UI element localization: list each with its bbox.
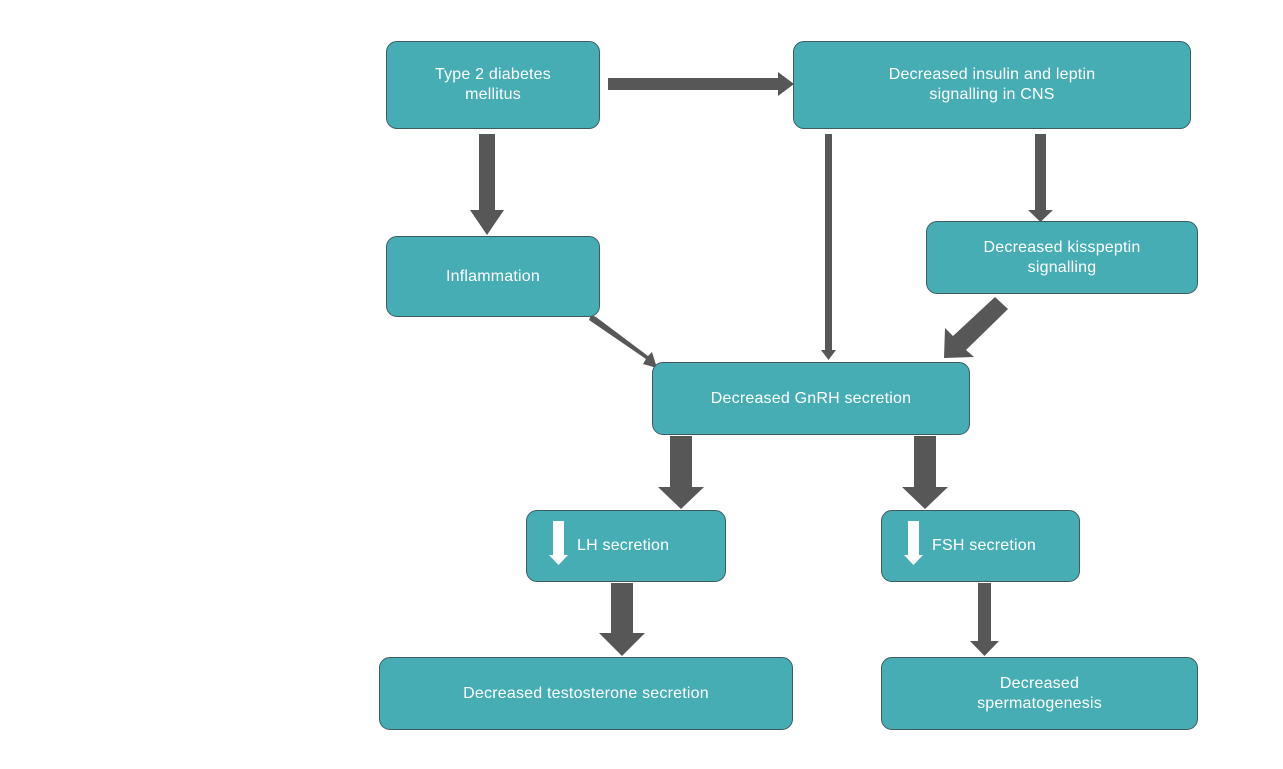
node-kisspeptin-signalling: Decreased kisspeptin signalling [926,221,1198,294]
node-inflammation-label: Inflammation [446,267,540,285]
node-lh-secretion: LH secretion [526,510,726,582]
arrow-insulin-to-gnrh [821,134,836,360]
node-type-2-diabetes: Type 2 diabetes mellitus [386,41,600,129]
node-type-2-diabetes-label: Type 2 diabetes mellitus [435,66,551,103]
node-spermatogenesis: Decreased spermatogenesis [881,657,1198,730]
arrow-inflammation-to-gnrh [589,315,657,368]
node-gnrh-secretion-label: Decreased GnRH secretion [710,389,912,407]
node-gnrh-secretion: Decreased GnRH secretion [652,362,970,435]
arrow-t2dm-to-inflammation [470,134,504,235]
arrow-insulin-to-kisspeptin [1028,134,1053,222]
node-insulin-leptin-signalling: Decreased insulin and leptin signalling … [793,41,1191,129]
node-insulin-leptin-signalling-label: Decreased insulin and leptin signalling … [888,66,1096,103]
node-testosterone-secretion-label: Decreased testosterone secretion [463,684,709,702]
arrow-t2dm-to-insulin [608,72,794,96]
arrow-gnrh-to-lh [658,436,704,509]
arrow-kisspeptin-to-gnrh [944,297,1008,358]
node-testosterone-secretion: Decreased testosterone secretion [379,657,793,730]
down-arrow-icon [904,521,924,571]
node-fsh-secretion: FSH secretion [881,510,1080,582]
node-inflammation: Inflammation [386,236,600,317]
node-fsh-secretion-label: FSH secretion [932,537,1036,554]
arrow-gnrh-to-fsh [902,436,948,509]
down-arrow-icon [549,521,569,571]
node-kisspeptin-signalling-label: Decreased kisspeptin signalling [983,238,1141,276]
arrow-fsh-to-spermatogenesis [970,583,999,656]
node-spermatogenesis-label: Decreased spermatogenesis [977,674,1102,712]
node-lh-secretion-label: LH secretion [577,537,670,554]
arrow-lh-to-testosterone [599,583,645,656]
